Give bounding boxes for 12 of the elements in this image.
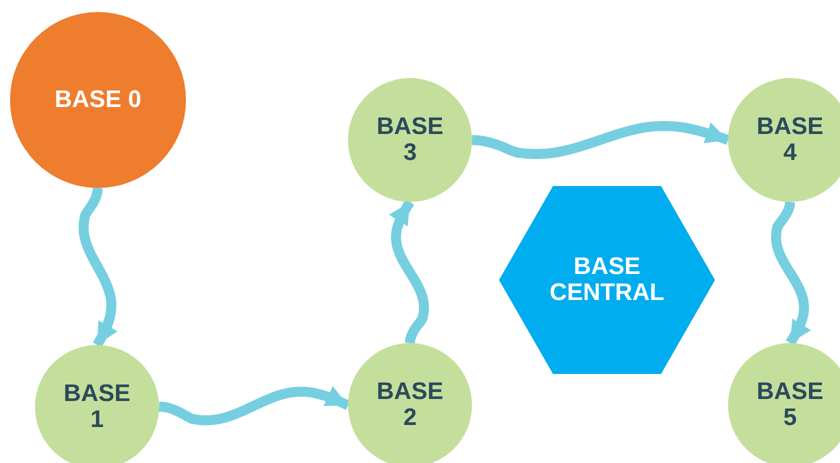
node-label: BASE 4 — [756, 114, 824, 166]
wavy-arrow — [158, 386, 350, 426]
hexagon-node — [499, 186, 715, 374]
node-label: BASE 1 — [62, 381, 132, 433]
node-label: BASE 0 — [54, 87, 142, 113]
node-label: BASE 3 — [376, 114, 444, 166]
wavy-arrow — [472, 121, 730, 159]
wavy-arrow — [388, 199, 429, 344]
node-label: BASE CENTRAL — [548, 254, 666, 306]
wavy-arrow — [78, 186, 118, 348]
node-label: BASE 2 — [376, 379, 444, 431]
node-label: BASE 5 — [756, 379, 824, 431]
